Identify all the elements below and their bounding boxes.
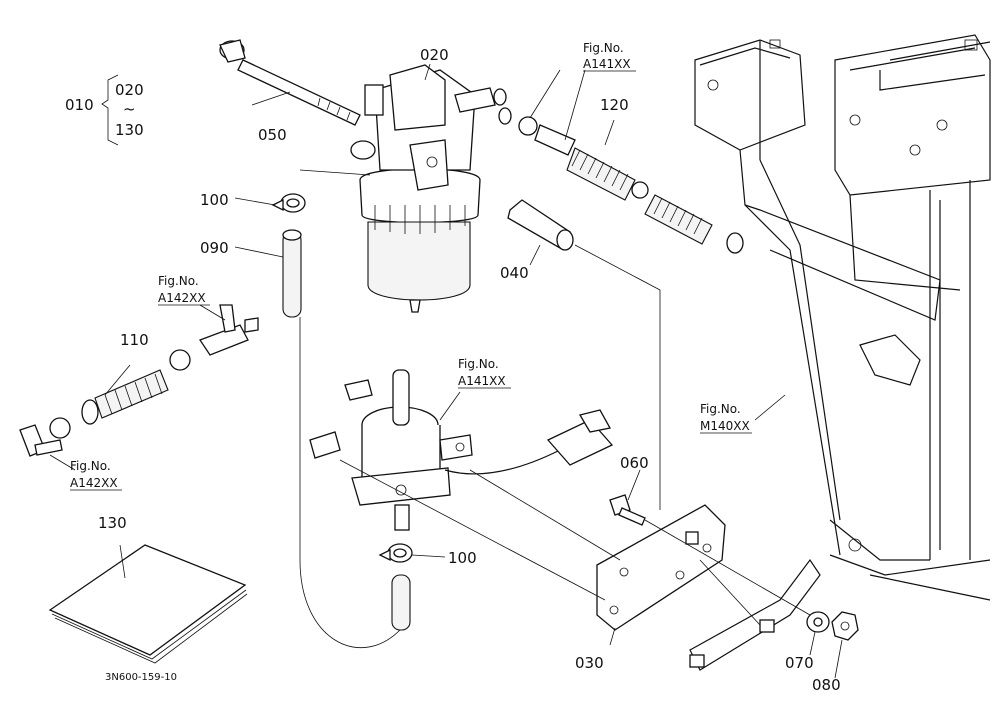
washer-070 [806, 611, 830, 633]
fig-ref-label-2: Fig.No. [158, 274, 199, 288]
part-label-130-range: 130 [115, 121, 144, 139]
part-label-110: 110 [120, 331, 149, 349]
hose-120 [498, 107, 744, 254]
bracket-arm [689, 558, 821, 671]
part-label-range-tilde: ~ [123, 100, 136, 118]
part-label-090: 090 [200, 239, 229, 257]
diagram-code: 3N600-159-10 [105, 672, 177, 683]
part-label-030: 030 [575, 654, 604, 672]
booklet-130 [48, 544, 248, 664]
hose-040 [507, 199, 574, 251]
part-label-120: 120 [600, 96, 629, 114]
fig-ref-code-2: A142XX [158, 291, 206, 305]
fig-ref-label-4: Fig.No. [70, 459, 111, 473]
part-label-020-range: 020 [115, 81, 144, 99]
part-label-010: 010 [65, 96, 94, 114]
clamp-100-upper [271, 193, 306, 213]
part-label-040: 040 [500, 264, 529, 282]
fig-ref-code-3: A141XX [458, 374, 506, 388]
bolt-060 [609, 494, 646, 526]
leader-lines [49, 63, 843, 679]
part-label-060: 060 [620, 454, 649, 472]
nut-080 [831, 611, 859, 641]
part-label-130: 130 [98, 514, 127, 532]
part-label-070: 070 [785, 654, 814, 672]
fig-ref-code-5: M140XX [700, 419, 750, 433]
part-label-080: 080 [812, 676, 841, 694]
fig-ref-code-4: A142XX [70, 476, 118, 490]
hose-090 [282, 229, 302, 318]
fuel-filter-020 [350, 64, 507, 313]
part-label-100-upper: 100 [200, 191, 229, 209]
hose-lower [391, 574, 411, 631]
mounting-plate-030 [596, 504, 726, 631]
hose-110 [19, 304, 259, 457]
chassis-frame [694, 34, 991, 601]
fig-ref-code-1: A141XX [583, 57, 631, 71]
range-bracket-010 [101, 74, 119, 146]
clamp-100-lower [378, 543, 413, 563]
fuel-pump [309, 369, 614, 531]
bolt-050 [219, 39, 361, 126]
fig-ref-label-5: Fig.No. [700, 402, 741, 416]
part-label-020: 020 [420, 46, 449, 64]
fig-ref-label-1: Fig.No. [583, 41, 624, 55]
part-label-050: 050 [258, 126, 287, 144]
part-label-100-lower: 100 [448, 549, 477, 567]
fig-ref-label-3: Fig.No. [458, 357, 499, 371]
